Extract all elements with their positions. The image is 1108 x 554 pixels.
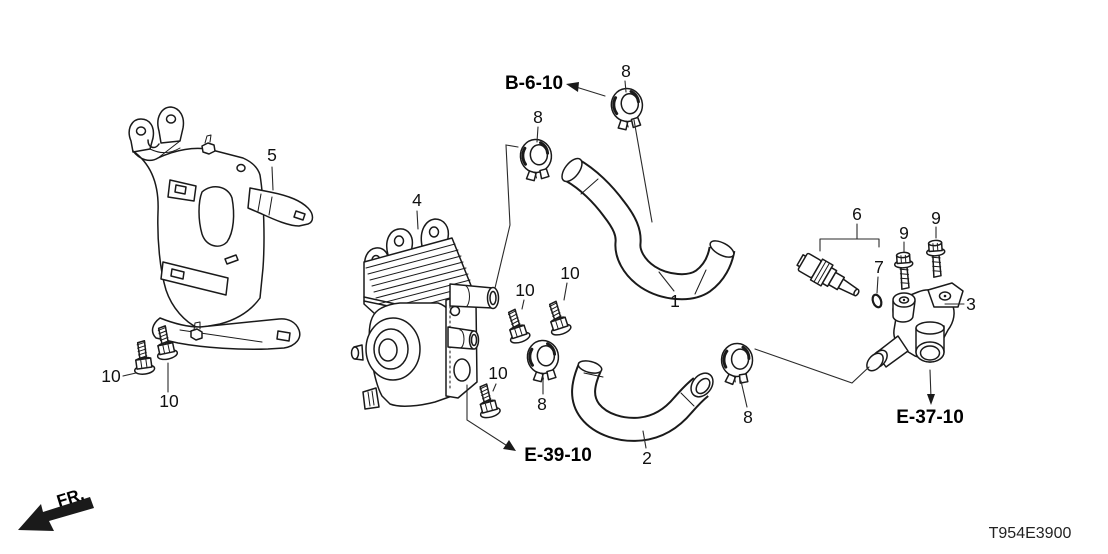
callout-9-right: 9 xyxy=(931,208,941,228)
callout-6: 6 xyxy=(852,204,862,224)
callout-10-a: 10 xyxy=(101,366,121,386)
ref-label-b-6-10: B-6-10 xyxy=(505,73,563,94)
fr-arrow-icon xyxy=(18,497,94,531)
hose-clamp-top xyxy=(608,85,647,133)
callout-10-b: 10 xyxy=(159,391,179,411)
callout-9-left: 9 xyxy=(899,223,909,243)
bolt-10-e xyxy=(472,381,502,421)
callout-5: 5 xyxy=(267,145,277,165)
callout-1: 1 xyxy=(670,291,680,311)
diagram-code: T954E3900 xyxy=(989,525,1072,542)
hose-clamp-lower-right xyxy=(719,341,755,387)
callout-10-c: 10 xyxy=(515,280,535,300)
callout-3: 3 xyxy=(966,294,976,314)
bolt-10-c xyxy=(501,306,532,346)
callouts: 1 2 3 4 5 6 7 8 8 8 8 9 9 10 10 10 10 10 xyxy=(101,61,976,468)
part-1-water-hose-upper xyxy=(561,157,736,301)
ref-label-e-39-10: E-39-10 xyxy=(524,445,592,466)
bolt-10-a xyxy=(130,339,156,377)
b-6-10-arrowhead xyxy=(566,82,579,92)
fr-direction-indicator: FR. xyxy=(18,485,94,531)
leader-lines xyxy=(122,80,965,451)
hose-clamp-upper-left xyxy=(517,136,555,184)
part-6-water-temp-sensor xyxy=(796,252,860,297)
part-4-water-valve-assembly xyxy=(350,218,500,410)
callout-2: 2 xyxy=(642,448,652,468)
bolt-9-a xyxy=(893,251,916,291)
callout-8-top: 8 xyxy=(621,61,631,81)
bolt-10-d xyxy=(542,298,573,338)
e-37-10-arrowhead xyxy=(927,394,935,405)
callout-7: 7 xyxy=(874,257,884,277)
e-39-10-arrowhead xyxy=(503,440,516,451)
bolt-9-b xyxy=(925,239,948,279)
callout-8-lower-left: 8 xyxy=(537,394,547,414)
part-7-o-ring xyxy=(871,293,883,309)
callout-10-e: 10 xyxy=(488,363,508,383)
callout-4: 4 xyxy=(412,190,422,210)
part-2-water-hose-lower xyxy=(571,360,714,442)
callout-10-d: 10 xyxy=(560,263,580,283)
part-3-water-passage xyxy=(866,282,964,372)
callout-8-upper-left: 8 xyxy=(533,107,543,127)
callout-8-lower-right: 8 xyxy=(743,407,753,427)
ref-label-e-37-10: E-37-10 xyxy=(896,407,964,428)
part-5-bracket xyxy=(128,106,314,350)
hose-clamp-lower-left xyxy=(524,337,562,385)
